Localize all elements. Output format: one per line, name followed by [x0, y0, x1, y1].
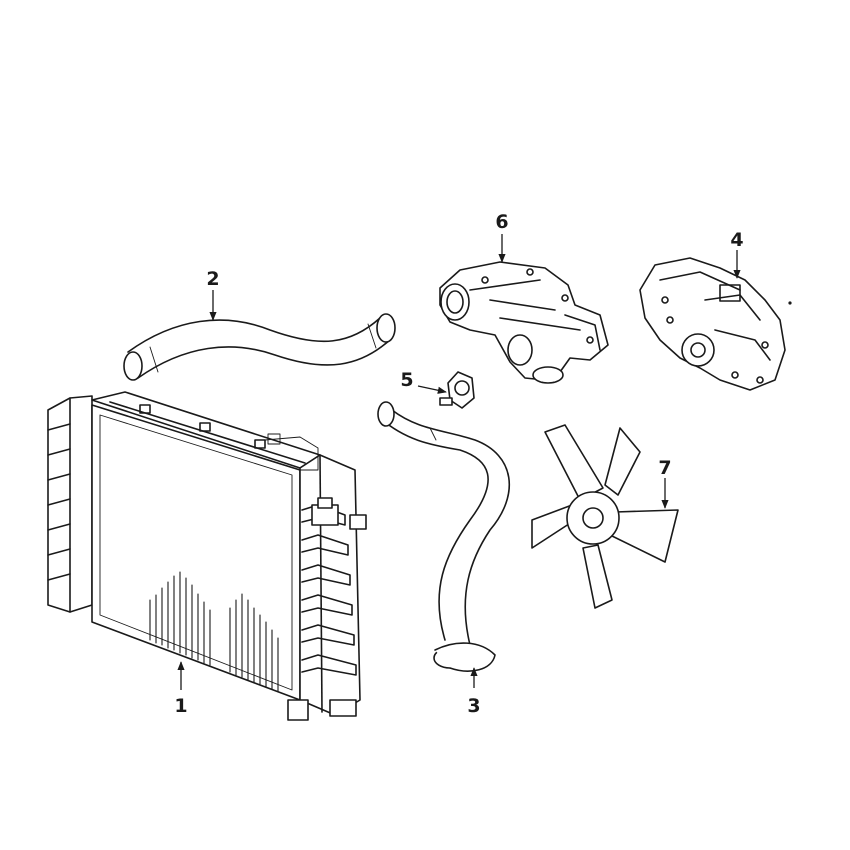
callout-4: 4 [730, 229, 744, 279]
temperature-sensor [439, 371, 475, 409]
radiator [47, 391, 367, 721]
callout-label-2: 2 [206, 268, 219, 290]
fan-hub [566, 491, 620, 545]
lower-radiator-hose [377, 401, 511, 672]
fan-blade [609, 509, 679, 563]
callout-5: 5 [400, 369, 447, 394]
upper-radiator-hose [123, 313, 396, 381]
callout-2: 2 [206, 268, 220, 321]
callout-label-1: 1 [174, 695, 187, 717]
thermostat-housing [439, 261, 609, 384]
callout-label-4: 4 [730, 229, 743, 251]
callout-7: 7 [658, 457, 672, 509]
fan-blade [582, 544, 613, 609]
callout-1: 1 [174, 661, 188, 717]
callout-3: 3 [467, 667, 481, 717]
water-pump [639, 257, 786, 391]
stray-dot [788, 301, 792, 305]
callout-label-6: 6 [495, 211, 508, 233]
fan-blade [604, 427, 641, 496]
fan-blade [544, 424, 604, 501]
callout-label-7: 7 [658, 457, 671, 479]
callout-6: 6 [495, 211, 509, 263]
cooling-fan [531, 424, 679, 609]
callout-label-3: 3 [467, 695, 480, 717]
callout-label-5: 5 [400, 369, 413, 391]
